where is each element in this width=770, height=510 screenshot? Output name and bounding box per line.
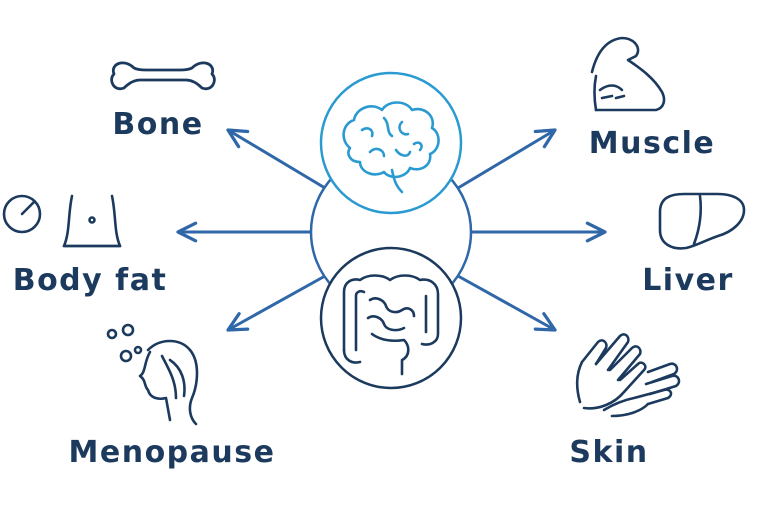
label-menopause: Menopause — [69, 435, 276, 470]
node-skin: Skin — [569, 333, 681, 470]
flexed-arm-icon — [590, 36, 666, 112]
brain-icon — [342, 101, 440, 194]
intestine-circle — [319, 246, 463, 390]
waist-scale-icon — [62, 194, 122, 248]
woman-head-icon — [106, 323, 199, 426]
arrows — [176, 128, 607, 332]
arrow-to-muscle — [457, 128, 557, 190]
node-menopause: Menopause — [69, 323, 276, 470]
liver-icon — [658, 192, 746, 250]
label-muscle: Muscle — [589, 126, 715, 161]
node-muscle: Muscle — [589, 36, 715, 161]
arrow-to-bone — [226, 128, 326, 190]
label-skin: Skin — [569, 435, 648, 470]
center-hub — [309, 71, 473, 390]
arrow-to-menopause — [226, 274, 326, 332]
node-bone: Bone — [110, 61, 216, 142]
intestine-icon — [342, 274, 440, 376]
brain-circle — [319, 71, 463, 215]
bone-icon — [110, 61, 216, 91]
label-bone: Bone — [112, 107, 203, 142]
label-body-fat: Body fat — [13, 263, 168, 298]
node-body-fat: Body fat — [2, 194, 168, 298]
node-liver: Liver — [642, 192, 746, 298]
hands-icon — [575, 333, 681, 418]
arrow-to-skin — [457, 274, 557, 332]
label-liver: Liver — [642, 263, 734, 298]
scale-gauge-icon — [2, 194, 42, 234]
